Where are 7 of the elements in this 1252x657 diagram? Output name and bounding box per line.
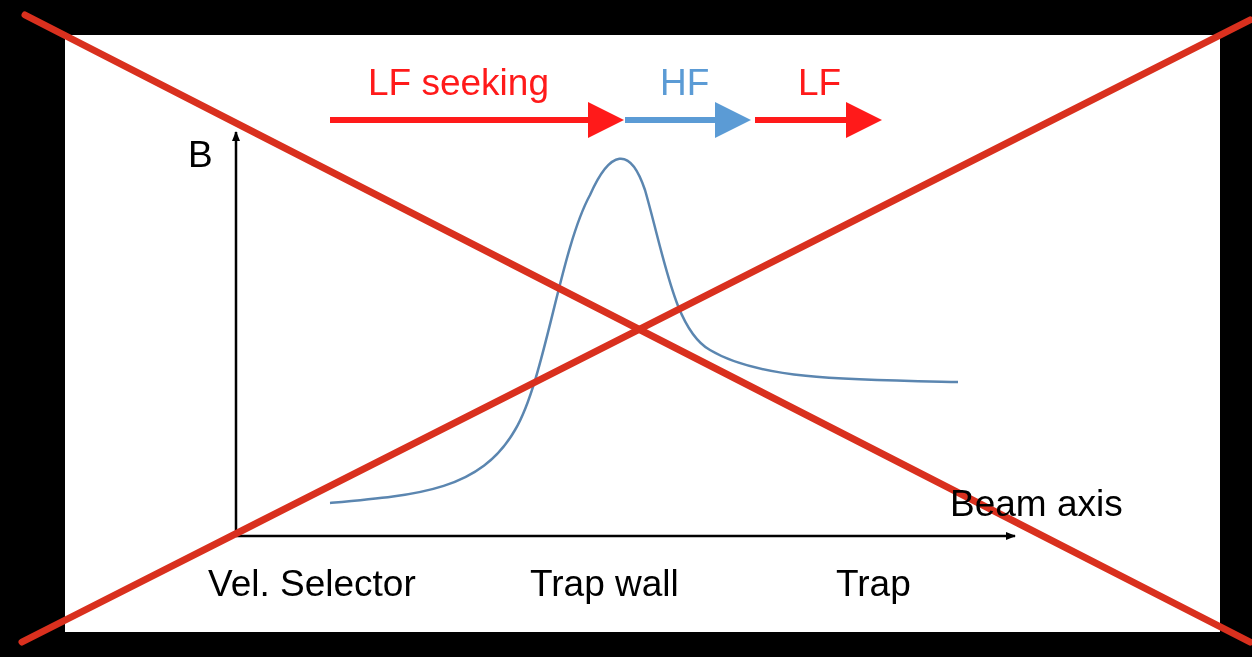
arrow-label: LF [798, 64, 842, 101]
position-label: Trap wall [530, 565, 679, 602]
position-label: Trap [836, 565, 911, 602]
position-label: Vel. Selector [208, 565, 416, 602]
axis-label: B [188, 136, 213, 173]
arrow-label: LF seeking [368, 64, 549, 101]
arrow-label: HF [660, 64, 710, 101]
